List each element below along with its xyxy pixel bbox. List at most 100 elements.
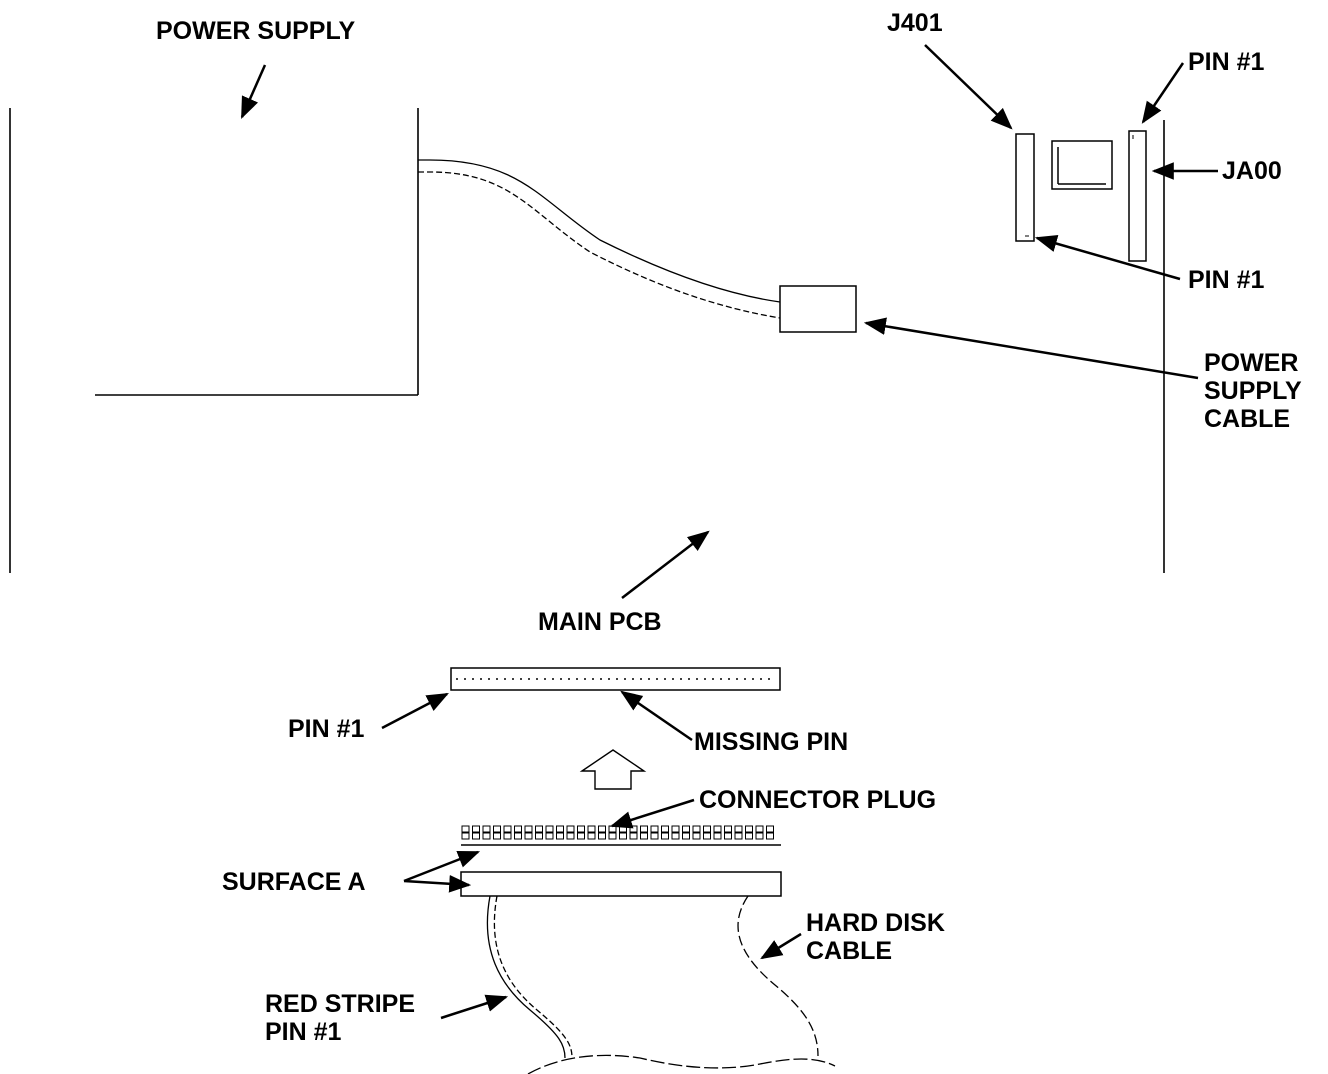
arrow-j401 <box>924 44 1013 130</box>
plug-pin <box>766 832 774 840</box>
arrow-pin1-top <box>1141 62 1185 124</box>
plug-pin <box>755 825 764 833</box>
label-power-supply-cable-1: POWER <box>1204 349 1298 377</box>
plug-pin <box>650 825 659 833</box>
label-j401: J401 <box>887 9 943 37</box>
plug-pin <box>577 832 585 840</box>
plug-pin <box>766 825 774 833</box>
plug-pin <box>682 832 690 840</box>
plug-pin <box>461 825 470 833</box>
plug-pin <box>524 825 533 833</box>
plug-pin <box>692 832 701 840</box>
label-red-stripe-2: PIN #1 <box>265 1018 342 1046</box>
label-missing-pin: MISSING PIN <box>694 728 848 756</box>
label-hard-disk-cable-2: CABLE <box>806 937 892 965</box>
main-pcb-header <box>450 667 781 691</box>
plug-pin <box>598 825 606 833</box>
label-main-pcb: MAIN PCB <box>538 608 662 636</box>
plug-pin <box>629 825 638 833</box>
connector-plug-body <box>460 844 782 897</box>
plug-pin <box>577 825 585 833</box>
plug-pin <box>514 825 522 833</box>
arrow-power-supply <box>240 64 267 120</box>
plug-pin <box>493 832 501 840</box>
plug-pin <box>514 832 522 840</box>
insert-direction-arrow-icon <box>579 749 647 790</box>
j401-connector <box>1015 133 1035 242</box>
arrow-pin1-header <box>381 692 449 730</box>
plug-pin <box>556 832 564 840</box>
plug-pin <box>524 832 533 840</box>
plug-pin <box>703 825 711 833</box>
plug-pin <box>472 825 480 833</box>
plug-pin <box>713 825 722 833</box>
label-pin1-top: PIN #1 <box>1188 48 1265 76</box>
plug-pin <box>703 832 711 840</box>
plug-pin <box>671 825 680 833</box>
plug-pin <box>661 832 669 840</box>
plug-pin <box>587 832 596 840</box>
plug-pin <box>598 832 606 840</box>
label-surface-a: SURFACE A <box>222 868 366 896</box>
plug-pin <box>629 832 638 840</box>
power-supply-cable-connector <box>779 285 857 333</box>
label-power-supply: POWER SUPPLY <box>156 17 355 45</box>
ja00-connector <box>1128 130 1147 262</box>
plug-pin <box>608 832 617 840</box>
chassis-outline <box>9 108 1165 573</box>
plug-pin <box>745 825 753 833</box>
arrow-power-supply-cable <box>863 317 1199 380</box>
label-pin1-mid: PIN #1 <box>1188 266 1265 294</box>
label-pin1-header: PIN #1 <box>288 715 365 743</box>
plug-pin <box>472 832 480 840</box>
label-ja00: JA00 <box>1222 157 1282 185</box>
plug-pin <box>503 832 512 840</box>
label-red-stripe-1: RED STRIPE <box>265 990 415 1018</box>
hard-disk-ribbon-cable <box>486 895 836 1074</box>
plug-pin <box>566 825 575 833</box>
arrow-red-stripe <box>440 994 509 1020</box>
label-power-supply-cable-2: SUPPLY <box>1204 377 1302 405</box>
plug-pin <box>619 832 627 840</box>
plug-pin <box>566 832 575 840</box>
plug-pin <box>640 832 648 840</box>
plug-pin <box>493 825 501 833</box>
callout-arrows <box>240 44 1218 1020</box>
plug-pin <box>535 825 543 833</box>
plug-pin <box>482 832 491 840</box>
power-supply-cable <box>418 159 781 319</box>
plug-pin <box>734 832 743 840</box>
plug-pin <box>482 825 491 833</box>
label-connector-plug: CONNECTOR PLUG <box>699 786 936 814</box>
power-supply-box <box>95 108 419 396</box>
plug-pin <box>556 825 564 833</box>
plug-pin <box>640 825 648 833</box>
arrow-surface-a-lower <box>403 875 472 893</box>
plug-pin <box>619 825 627 833</box>
plug-pin <box>545 832 554 840</box>
plug-pin <box>724 825 732 833</box>
plug-pin <box>713 832 722 840</box>
plug-pin <box>745 832 753 840</box>
plug-pin <box>682 825 690 833</box>
plug-pin <box>692 825 701 833</box>
plug-pin <box>535 832 543 840</box>
board-chip <box>1051 140 1113 190</box>
arrow-connector-plug <box>609 798 695 829</box>
arrow-pin1-mid <box>1034 234 1181 281</box>
plug-pin <box>587 825 596 833</box>
arrow-main-pcb <box>621 530 710 599</box>
plug-pin <box>461 832 470 840</box>
plug-pin <box>650 832 659 840</box>
plug-pin <box>724 832 732 840</box>
plug-pin <box>734 825 743 833</box>
arrow-surface-a-upper <box>403 850 481 883</box>
label-hard-disk-cable-1: HARD DISK <box>806 909 945 937</box>
arrow-missing-pin <box>620 690 693 742</box>
plug-pin <box>661 825 669 833</box>
plug-pin <box>671 832 680 840</box>
plug-pin <box>545 825 554 833</box>
plug-pin <box>755 832 764 840</box>
connector-plug-pins <box>461 825 774 840</box>
